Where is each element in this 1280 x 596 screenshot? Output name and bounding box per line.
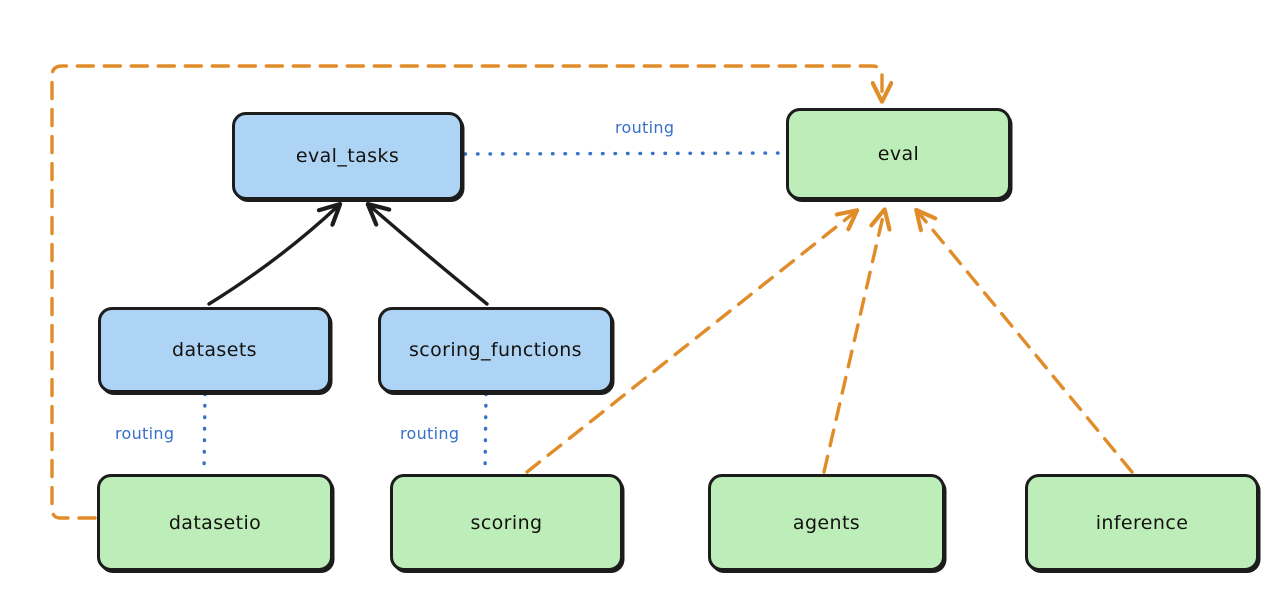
node-label-eval_tasks: eval_tasks — [295, 145, 400, 167]
edge-eval_tasks-eval — [463, 151, 786, 156]
edge-scoring_functions-eval_tasks — [370, 206, 489, 306]
node-label-eval: eval — [877, 143, 920, 165]
node-label-datasetio: datasetio — [168, 511, 262, 534]
node-scoring[interactable]: scoring — [390, 474, 623, 571]
node-eval[interactable]: eval — [786, 108, 1011, 200]
node-label-datasets: datasets — [172, 339, 257, 361]
edge-scoring_functions-scoring — [483, 392, 488, 476]
edge-label-routing-datasets-datasetio: routing — [115, 424, 175, 443]
node-label-scoring_functions: scoring_functions — [409, 339, 582, 361]
node-scoring_functions[interactable]: scoring_functions — [378, 307, 613, 393]
edge-label-routing-scoring_functions-scoring: routing — [400, 424, 460, 443]
edge-inference-eval — [918, 212, 1134, 474]
node-label-inference: inference — [1095, 511, 1189, 534]
node-datasets[interactable]: datasets — [98, 307, 331, 393]
edge-label-routing-eval_tasks-eval: routing — [615, 118, 675, 137]
node-eval_tasks[interactable]: eval_tasks — [232, 112, 463, 200]
edge-datasets-eval_tasks — [207, 206, 338, 306]
node-inference[interactable]: inference — [1025, 474, 1259, 571]
edge-scoring-eval — [525, 212, 855, 474]
node-label-agents: agents — [792, 511, 861, 534]
edge-agents-eval — [822, 212, 884, 474]
edge-datasets-datasetio — [202, 392, 207, 476]
node-datasetio[interactable]: datasetio — [97, 474, 333, 571]
node-label-scoring: scoring — [470, 511, 543, 534]
node-agents[interactable]: agents — [708, 474, 945, 571]
edge-datasetio-eval — [50, 64, 882, 520]
